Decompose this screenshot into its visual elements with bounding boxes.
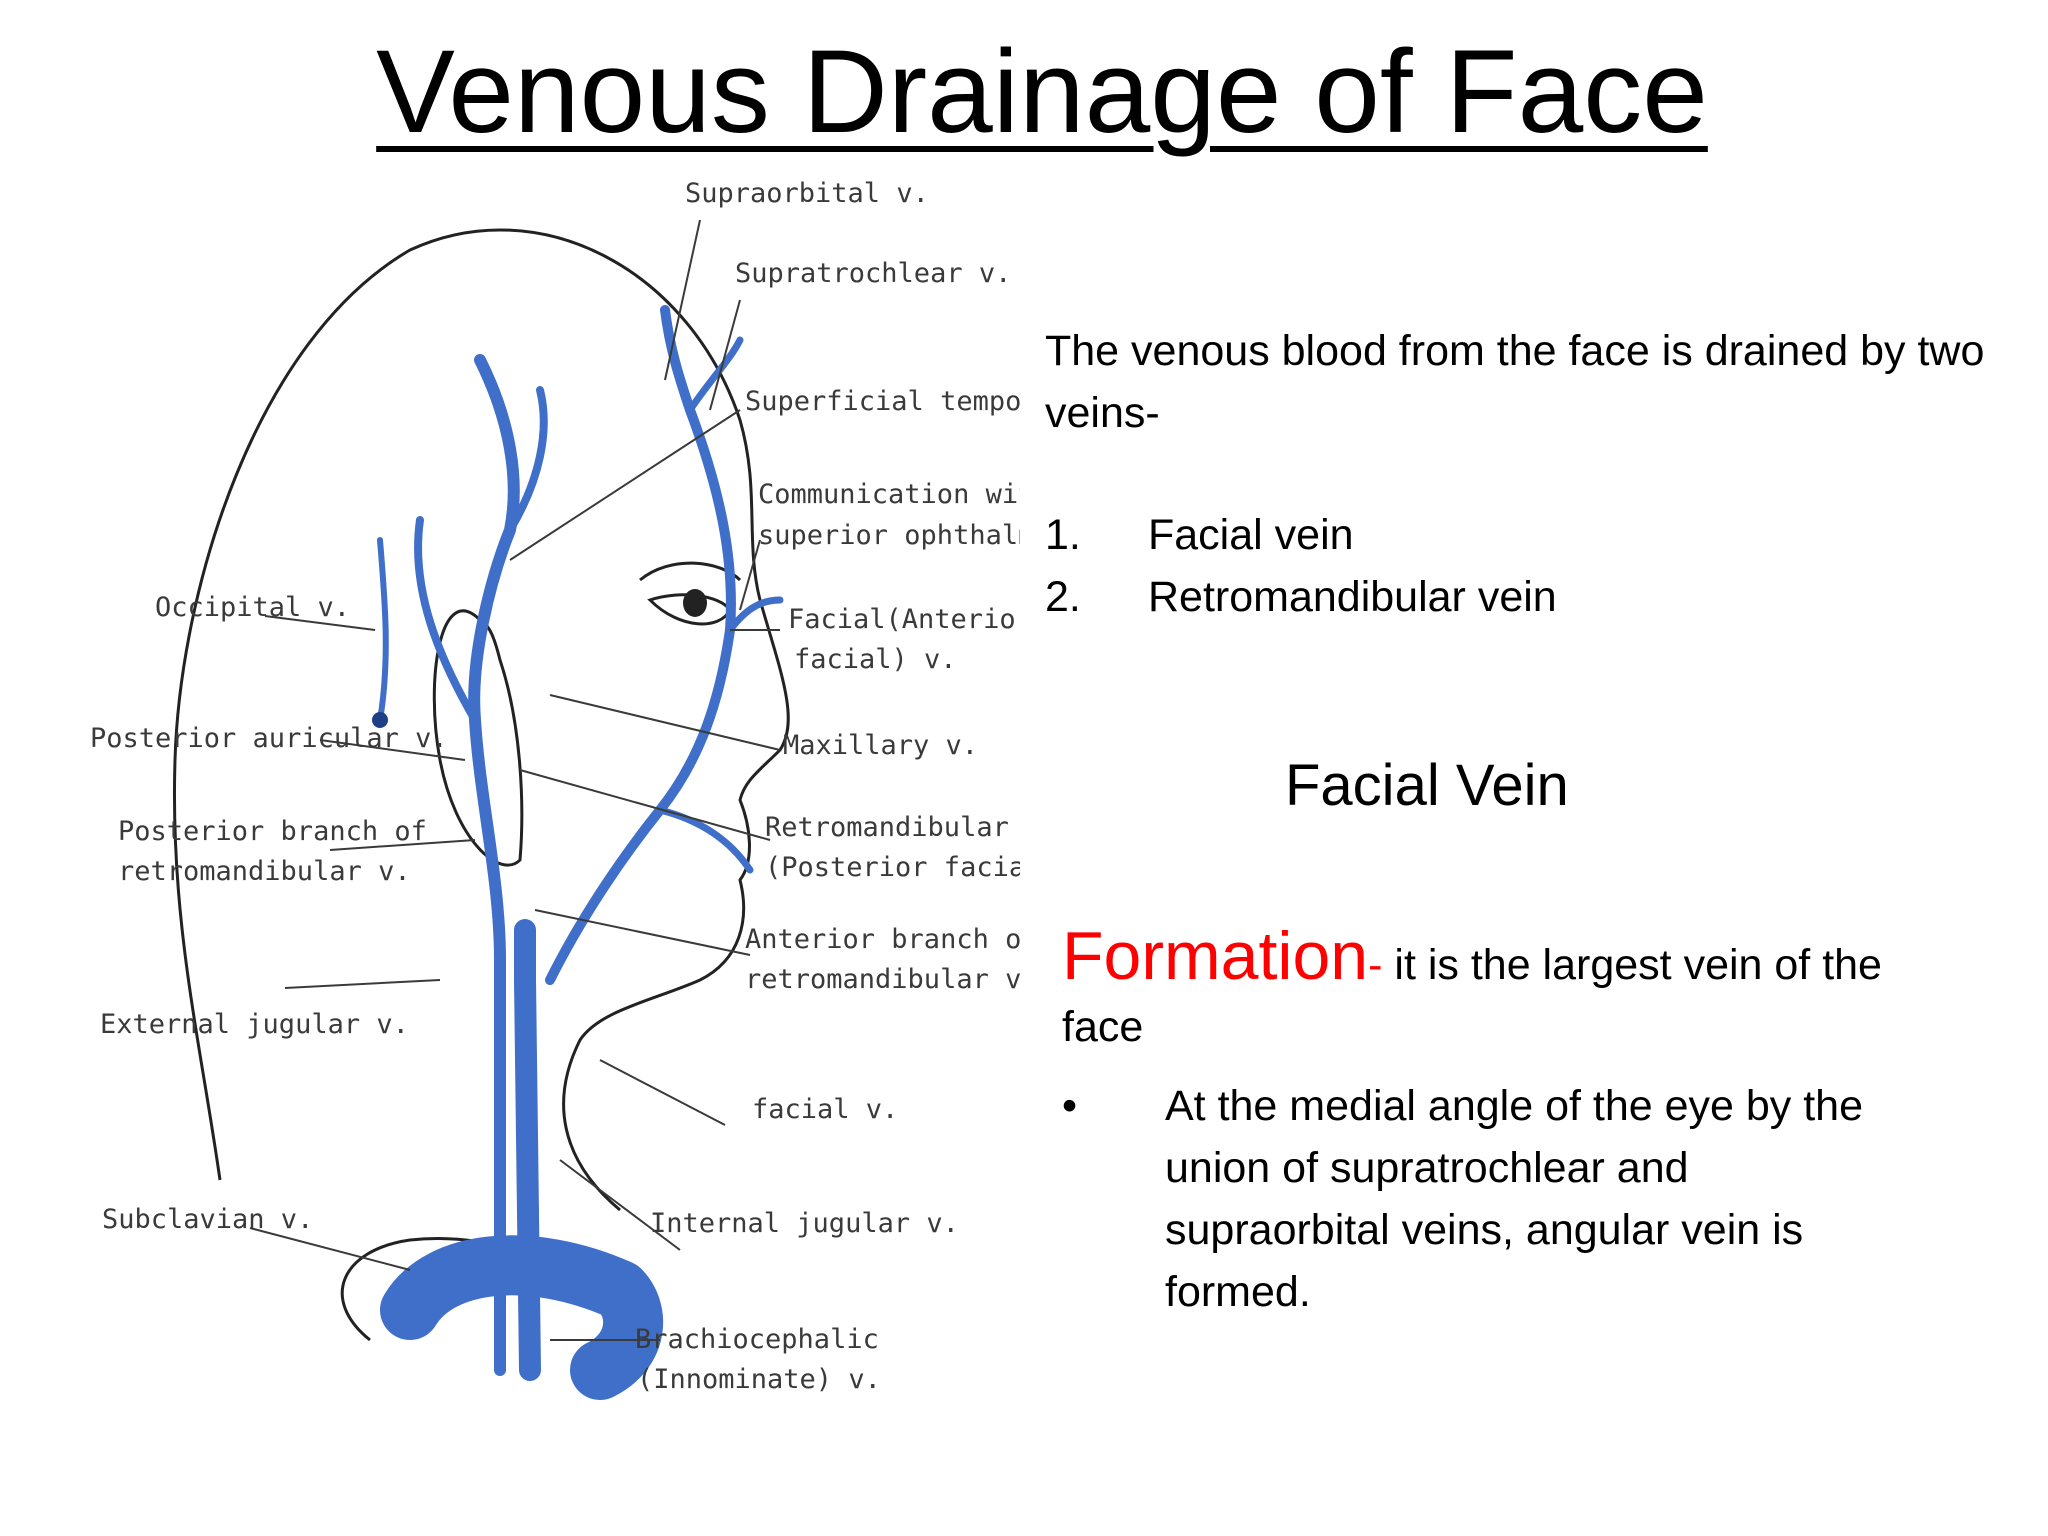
formation-paragraph: Formation- it is the largest vein of the… (1062, 922, 1942, 1058)
vein-network (372, 305, 784, 1400)
label-maxillary: Maxillary v. (783, 730, 978, 761)
formation-text: it is the largest vein of the face (1062, 941, 1882, 1051)
label-communication-line1: Communication with the (758, 479, 1020, 510)
label-occipital: Occipital v. (155, 592, 350, 623)
label-brachiocephalic-line1: Brachiocephalic (635, 1324, 879, 1355)
label-anterior-branch-line1: Anterior branch of (745, 924, 1020, 955)
label-facial: facial v. (752, 1094, 898, 1125)
label-communication-line2: superior ophthalmic v. (758, 520, 1020, 551)
label-brachiocephalic-line2: (Innominate) v. (637, 1364, 881, 1395)
label-retromandibular-line1: Retromandibular (765, 812, 1009, 843)
bullet-text: At the medial angle of the eye by the un… (1165, 1082, 1864, 1316)
list-label: Retromandibular vein (1148, 573, 1557, 621)
venous-drainage-diagram: Supraorbital v. Supratrochlear v. Superf… (90, 178, 1020, 1400)
formation-keyword: Formation (1062, 918, 1369, 994)
formation-dash: - (1368, 941, 1383, 989)
label-supratrochlear: Supratrochlear v. (735, 258, 1011, 289)
list-number: 2. (1045, 573, 1081, 621)
vein-list: 1. Facial vein 2. Retromandibular vein (1045, 504, 1557, 628)
label-subclavian: Subclavian v. (102, 1204, 313, 1235)
label-anterior-branch-line2: retromandibular v. (745, 964, 1020, 995)
section-heading: Facial Vein (1285, 753, 1569, 818)
list-item: 1. Facial vein (1045, 504, 1557, 566)
label-posterior-branch-line1: Posterior branch of (118, 816, 427, 847)
label-posterior-branch-line2: retromandibular v. (118, 856, 411, 887)
diagram-labels: Supraorbital v. Supratrochlear v. Superf… (90, 178, 1020, 1395)
list-number: 1. (1045, 511, 1081, 559)
intro-text: The venous blood from the face is draine… (1045, 327, 1985, 437)
label-posterior-auricular: Posterior auricular v. (90, 723, 448, 754)
slide-title: Venous Drainage of Face (376, 26, 1708, 158)
label-external-jugular: External jugular v. (100, 1009, 409, 1040)
leader-lines (249, 219, 781, 1341)
label-superficial-temporal: Superficial temporal v. (745, 386, 1020, 417)
label-facial-anterior-line1: Facial(Anterior (788, 604, 1020, 635)
label-retromandibular-line2: (Posterior facial) v. (765, 852, 1020, 883)
list-item: 2. Retromandibular vein (1045, 566, 1557, 628)
label-supraorbital: Supraorbital v. (685, 178, 929, 209)
label-facial-anterior-line2: facial) v. (794, 644, 957, 675)
list-label: Facial vein (1148, 511, 1354, 559)
bullet-symbol: • (1062, 1082, 1078, 1130)
label-internal-jugular: Internal jugular v. (650, 1208, 959, 1239)
